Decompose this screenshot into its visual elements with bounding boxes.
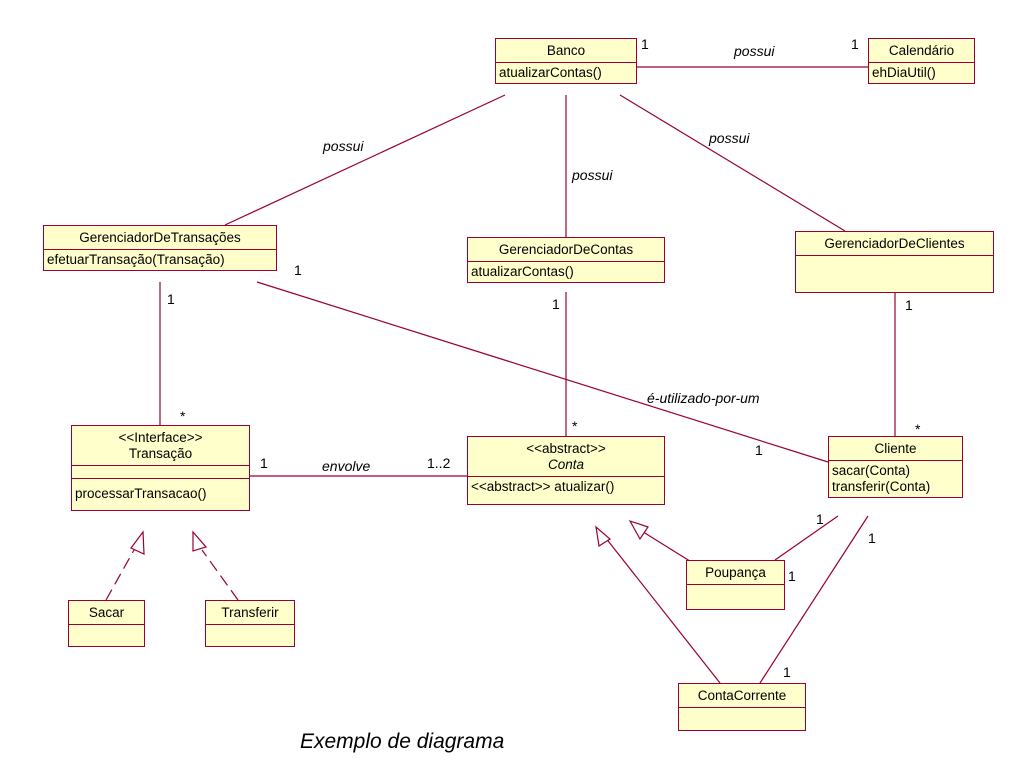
assoc-label-banco-gclientes: possui <box>709 130 750 146</box>
line-cliente-poupanca <box>774 515 839 561</box>
mult-transacao-to-conta: 1 <box>260 455 268 471</box>
empty-section <box>796 256 993 292</box>
mult-transacao-star: * <box>180 408 186 424</box>
method: processarTransacao() <box>75 486 207 501</box>
empty-section <box>69 625 144 646</box>
class-name: Cliente <box>829 437 962 461</box>
class-gerenciador-contas[interactable]: GerenciadorDeContas atualizarContas() <box>467 237 665 283</box>
mult-gtransacoes-to-cliente: 1 <box>294 262 302 278</box>
method: sacar(Conta) <box>832 463 911 478</box>
class-name: Calendário <box>869 39 974 63</box>
line-cliente-contacorrente <box>759 515 869 684</box>
class-gerenciador-transacoes[interactable]: GerenciadorDeTransações efetuarTransação… <box>43 225 277 271</box>
stereotype: <<abstract>> <box>526 441 606 456</box>
mult-gclientes-to-cliente: 1 <box>905 297 913 313</box>
class-cliente[interactable]: Cliente sacar(Conta) transferir(Conta) <box>828 436 963 498</box>
empty-section <box>687 585 784 609</box>
attributes-section <box>72 466 249 479</box>
line-contacorrente-conta <box>604 536 721 684</box>
class-transacao[interactable]: <<Interface>> Transação processarTransac… <box>71 425 250 511</box>
line-banco-gclientes <box>619 94 846 232</box>
assoc-label-banco-gtransacoes: possui <box>323 138 364 154</box>
mult-calendario: 1 <box>851 36 859 52</box>
class-sacar[interactable]: Sacar <box>68 600 145 647</box>
method: efetuarTransação(Transação) <box>47 252 225 267</box>
class-banco[interactable]: Banco atualizarContas() <box>495 38 637 84</box>
mult-gcontas-to-conta: 1 <box>552 296 560 312</box>
class-gerenciador-clientes[interactable]: GerenciadorDeClientes <box>795 231 994 293</box>
mult-cliente-to-poupanca: 1 <box>816 511 824 527</box>
diagram-caption: Exemplo de diagrama <box>300 730 505 753</box>
mult-contacorrente: 1 <box>783 664 791 680</box>
line-poupanca-conta <box>639 529 694 564</box>
class-conta[interactable]: <<abstract>> Conta <<abstract>> atualiza… <box>467 436 665 505</box>
mult-conta-from-transacao: 1..2 <box>427 455 451 471</box>
method: transferir(Conta) <box>832 479 931 494</box>
assoc-label-gtransacoes-cliente: é-utilizado-por-um <box>647 390 760 406</box>
mult-banco: 1 <box>641 36 649 52</box>
method: atualizarContas() <box>471 264 574 279</box>
method: atualizarContas() <box>499 65 602 80</box>
class-transferir[interactable]: Transferir <box>205 600 295 647</box>
mult-conta-star: * <box>572 418 578 434</box>
line-transferir-transacao <box>201 549 239 601</box>
class-conta-corrente[interactable]: ContaCorrente <box>678 683 806 731</box>
class-name: Transação <box>128 446 193 461</box>
mult-cliente-star: * <box>915 421 921 437</box>
assoc-label-transacao-conta: envolve <box>322 458 371 474</box>
empty-section <box>679 708 805 730</box>
realization-arrow-transferir <box>192 530 208 552</box>
class-calendario[interactable]: Calendário ehDiaUtil() <box>868 38 975 84</box>
empty-section <box>206 625 294 646</box>
methods-section: sacar(Conta) transferir(Conta) <box>829 461 962 497</box>
method: ehDiaUtil() <box>872 65 936 80</box>
assoc-label-banco-gcontas: possui <box>572 167 613 183</box>
line-gtransacoes-cliente <box>256 281 829 463</box>
class-name: Sacar <box>69 601 144 625</box>
class-name: Conta <box>547 457 585 472</box>
class-name: Transferir <box>206 601 294 625</box>
generalization-arrow-poupanca <box>628 519 649 541</box>
class-name: GerenciadorDeTransações <box>44 226 276 250</box>
class-name: Banco <box>496 39 636 63</box>
mult-cliente-from-gtransacoes: 1 <box>755 442 763 458</box>
method: <<abstract>> atualizar() <box>471 479 615 494</box>
assoc-label-banco-calendario: possui <box>734 43 775 59</box>
class-header: <<abstract>> Conta <box>468 437 664 477</box>
class-name: GerenciadorDeClientes <box>796 232 993 256</box>
realization-arrow-sacar <box>130 530 145 555</box>
mult-gtransacoes-to-transacao: 1 <box>167 291 175 307</box>
class-name: Poupança <box>687 561 784 585</box>
generalization-arrow-contacorrente <box>595 525 612 547</box>
mult-cliente-to-contacorrente: 1 <box>868 530 876 546</box>
line-sacar-transacao <box>105 549 135 601</box>
class-poupanca[interactable]: Poupança <box>686 560 785 610</box>
class-name: GerenciadorDeContas <box>468 238 664 262</box>
mult-poupanca: 1 <box>788 568 796 584</box>
line-banco-gtransacoes <box>224 94 506 226</box>
class-name: ContaCorrente <box>679 684 805 708</box>
class-header: <<Interface>> Transação <box>72 426 249 466</box>
stereotype: <<Interface>> <box>118 430 203 445</box>
